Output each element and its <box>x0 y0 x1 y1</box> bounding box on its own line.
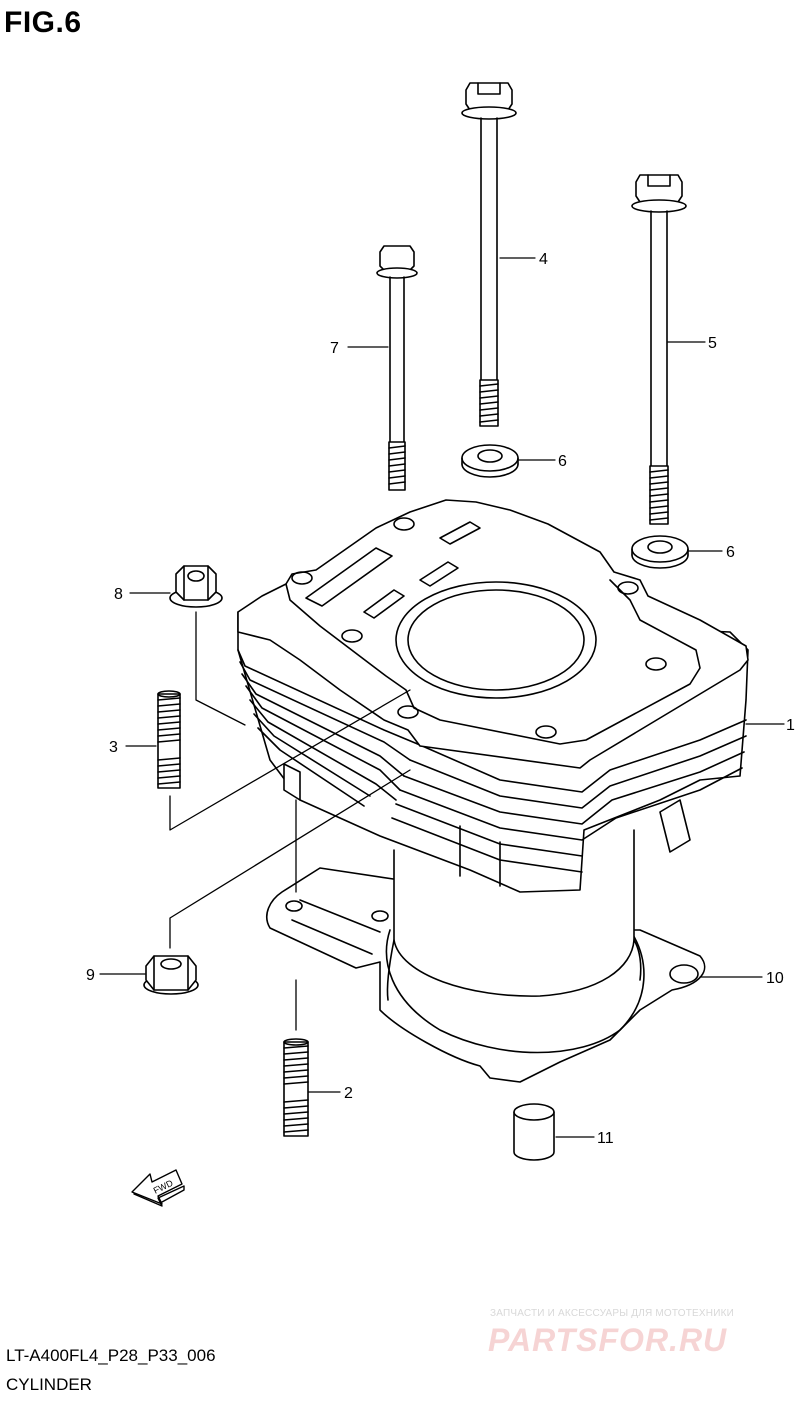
callout-9: 9 <box>86 967 95 984</box>
callout-11: 11 <box>597 1130 614 1147</box>
callout-10: 10 <box>766 970 784 987</box>
figure-title: FIG.6 <box>4 6 82 39</box>
callout-5: 5 <box>708 335 717 352</box>
callout-7: 7 <box>330 340 339 357</box>
bolt-7 <box>376 245 418 491</box>
figure-code: LT-A400FL4_P28_P33_006 <box>6 1346 216 1365</box>
nut-9 <box>143 955 199 995</box>
callout-8: 8 <box>114 586 123 603</box>
stud-2 <box>283 1038 309 1137</box>
callout-6b: 6 <box>726 544 735 561</box>
watermark-subtitle: ЗАПЧАСТИ И АКСЕССУАРЫ ДЛЯ МОТОТЕХНИКИ <box>490 1308 735 1319</box>
dowel-pin-11 <box>513 1103 555 1161</box>
callout-2: 2 <box>344 1085 353 1102</box>
washer-6a <box>461 444 519 478</box>
bolt-4 <box>461 82 517 427</box>
nut-8 <box>169 565 223 608</box>
callout-1: 1 <box>786 717 795 734</box>
assembly-guide-lines <box>169 611 411 1031</box>
cylinder-1 <box>237 499 749 893</box>
callout-4: 4 <box>539 251 548 268</box>
figure-name: CYLINDER <box>6 1375 92 1394</box>
leader-lines <box>99 257 785 1138</box>
callout-3: 3 <box>109 739 118 756</box>
watermark-logo: PARTSFOR.RU <box>488 1322 728 1358</box>
callout-6a: 6 <box>558 453 567 470</box>
stud-3 <box>157 690 181 789</box>
bolt-5 <box>631 174 687 525</box>
washer-6b <box>631 535 689 569</box>
fwd-arrow-icon: FWD <box>131 1169 185 1207</box>
